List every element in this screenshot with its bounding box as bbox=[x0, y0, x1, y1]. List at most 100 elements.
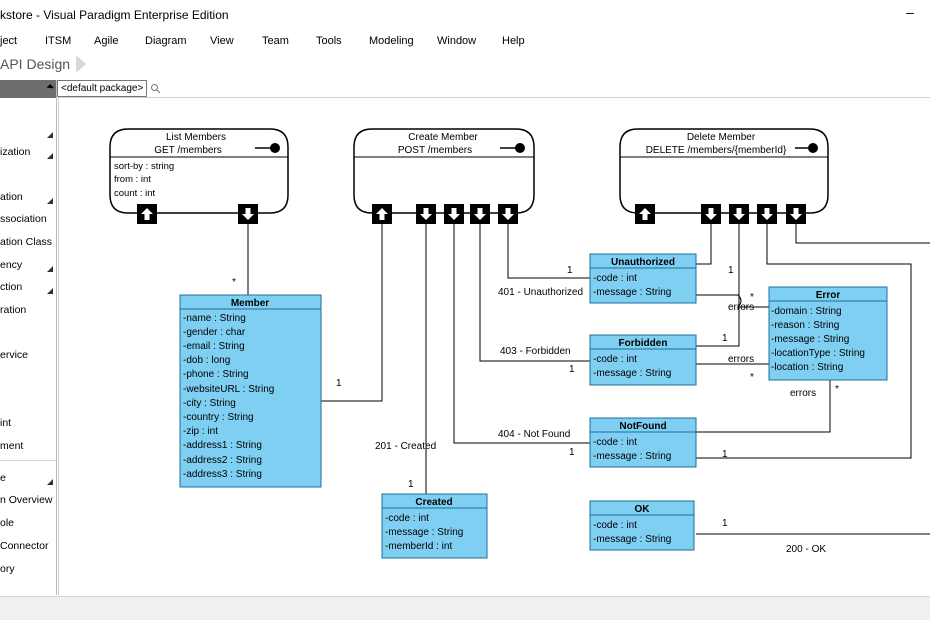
menu-window[interactable]: Window bbox=[437, 35, 477, 47]
class-attribute: -zip : int bbox=[183, 426, 218, 437]
connector-delete-forbidden[interactable] bbox=[696, 224, 740, 347]
response-port-icon[interactable] bbox=[498, 204, 518, 224]
class-attribute: -code : int bbox=[593, 437, 637, 448]
toolbar-item-comment[interactable]: ment bbox=[0, 440, 24, 452]
endpoint-param: count : int bbox=[114, 188, 156, 199]
class-attribute: -location : String bbox=[771, 362, 843, 373]
menu-project[interactable]: ject bbox=[0, 35, 18, 47]
endpoint-name: List Members bbox=[166, 132, 226, 143]
class-name: OK bbox=[635, 504, 651, 515]
toolbar-divider bbox=[0, 460, 56, 461]
class-unauthorized[interactable]: Unauthorized -code : int -message : Stri… bbox=[589, 253, 697, 304]
endpoint-list-members[interactable]: List Members GET /members sort-by : stri… bbox=[109, 128, 289, 224]
class-member[interactable]: Member -name : String -gender : char -em… bbox=[179, 294, 322, 488]
connector-delete-notfound[interactable] bbox=[696, 224, 912, 459]
menu-help[interactable]: Help bbox=[502, 35, 525, 47]
class-attribute: -city : String bbox=[183, 398, 236, 409]
window-title: kstore - Visual Paradigm Enterprise Edit… bbox=[0, 8, 229, 22]
multiplicity-label: * bbox=[750, 372, 754, 383]
minimize-button[interactable]: – bbox=[906, 4, 914, 20]
endpoint-name: Delete Member bbox=[687, 132, 756, 143]
connector-notfound[interactable] bbox=[453, 224, 590, 444]
toolbar-item-table[interactable]: ole bbox=[0, 517, 15, 529]
status-bar bbox=[0, 596, 930, 620]
menu-itsm[interactable]: ITSM bbox=[45, 35, 72, 47]
request-port-icon[interactable] bbox=[137, 204, 157, 224]
class-ok[interactable]: OK -code : int -message : String bbox=[589, 500, 695, 551]
connector-create-member[interactable] bbox=[321, 224, 383, 402]
response-port-icon[interactable] bbox=[757, 204, 777, 224]
toolbar-item-directed-association[interactable]: ssociation bbox=[0, 213, 47, 225]
package-tab[interactable]: <default package> bbox=[57, 80, 148, 97]
response-port-icon[interactable] bbox=[786, 204, 806, 224]
menu-view[interactable]: View bbox=[210, 35, 234, 47]
breadcrumb-arrow-icon bbox=[76, 55, 86, 73]
class-attribute: -address2 : String bbox=[183, 455, 262, 466]
search-icon[interactable] bbox=[150, 83, 161, 94]
endpoint-delete-member[interactable]: Delete Member DELETE /members/{memberId} bbox=[619, 128, 829, 224]
role-label: errors bbox=[790, 388, 816, 399]
connector-notfound-error[interactable] bbox=[696, 380, 831, 433]
class-attribute: -name : String bbox=[183, 313, 246, 324]
menu-diagram[interactable]: Diagram bbox=[145, 35, 187, 47]
toolbar-item-note[interactable]: e bbox=[0, 472, 6, 484]
class-attribute: -code : int bbox=[593, 354, 637, 365]
response-label: 200 - OK bbox=[786, 544, 826, 555]
class-attribute: -code : int bbox=[593, 273, 637, 284]
response-port-icon[interactable] bbox=[701, 204, 721, 224]
class-attribute: -address3 : String bbox=[183, 469, 262, 480]
response-port-icon[interactable] bbox=[416, 204, 436, 224]
class-forbidden[interactable]: Forbidden -code : int -message : String bbox=[589, 334, 697, 386]
response-port-icon[interactable] bbox=[238, 204, 258, 224]
class-attribute: -message : String bbox=[593, 368, 671, 379]
menu-tools[interactable]: Tools bbox=[316, 35, 342, 47]
response-port-icon[interactable] bbox=[729, 204, 749, 224]
toolbar-item-category[interactable]: ory bbox=[0, 563, 15, 575]
expand-triangle-icon[interactable] bbox=[47, 132, 53, 138]
breadcrumb-item-api-design[interactable]: API Design bbox=[0, 56, 71, 72]
expand-triangle-icon[interactable] bbox=[47, 266, 53, 272]
class-attribute: -phone : String bbox=[183, 369, 249, 380]
request-port-icon[interactable] bbox=[635, 204, 655, 224]
toolbar-item-enumeration[interactable]: ration bbox=[0, 304, 27, 316]
toolbar-item-association-class[interactable]: ation Class bbox=[0, 236, 52, 248]
toolbar-item-dependency[interactable]: ency bbox=[0, 259, 23, 271]
connector-forbidden[interactable] bbox=[479, 224, 590, 362]
toolbar-item-connector[interactable]: Connector bbox=[0, 540, 49, 552]
response-port-icon[interactable] bbox=[444, 204, 464, 224]
connector-unauthorized-error[interactable] bbox=[696, 294, 769, 308]
toolbar-item-rest-service[interactable]: ervice bbox=[0, 349, 29, 361]
class-name: NotFound bbox=[619, 421, 666, 432]
menu-agile[interactable]: Agile bbox=[94, 35, 119, 47]
response-port-icon[interactable] bbox=[470, 204, 490, 224]
toolbar-item-diagram-overview[interactable]: n Overview bbox=[0, 494, 53, 506]
toolbar-item-generalization[interactable]: ization bbox=[0, 146, 31, 158]
connector-delete-ok[interactable] bbox=[795, 224, 930, 244]
class-attribute: -message : String bbox=[593, 451, 671, 462]
connector-unauthorized[interactable] bbox=[507, 224, 590, 279]
class-attribute: -websiteURL : String bbox=[183, 384, 274, 395]
expand-triangle-icon[interactable] bbox=[47, 288, 53, 294]
title-bar: kstore - Visual Paradigm Enterprise Edit… bbox=[0, 0, 930, 30]
breadcrumb: API Design bbox=[0, 52, 930, 76]
toolbar-item-realization[interactable]: ction bbox=[0, 281, 23, 293]
class-attribute: -locationType : String bbox=[771, 348, 865, 359]
class-created[interactable]: Created -code : int -message : String -m… bbox=[381, 493, 488, 559]
endpoint-create-member[interactable]: Create Member POST /members bbox=[353, 128, 535, 224]
class-error[interactable]: Error -domain : String -reason : String … bbox=[768, 286, 888, 381]
toolbar-item-association[interactable]: ation bbox=[0, 191, 23, 203]
connector-delete-unauthorized[interactable] bbox=[696, 224, 712, 265]
expand-triangle-icon[interactable] bbox=[47, 198, 53, 204]
request-port-icon[interactable] bbox=[372, 204, 392, 224]
toolbar-item-constraint[interactable]: int bbox=[0, 417, 12, 429]
toolbar-selected-item[interactable] bbox=[0, 80, 56, 98]
endpoint-path: DELETE /members/{memberId} bbox=[646, 145, 787, 156]
menu-modeling[interactable]: Modeling bbox=[369, 35, 414, 47]
menu-team[interactable]: Team bbox=[262, 35, 289, 47]
interface-lollipop-icon bbox=[515, 143, 525, 153]
class-attribute: -code : int bbox=[385, 513, 429, 524]
expand-triangle-icon[interactable] bbox=[47, 479, 53, 485]
connectors bbox=[247, 224, 930, 535]
expand-triangle-icon[interactable] bbox=[47, 153, 53, 159]
class-notfound[interactable]: NotFound -code : int -message : String bbox=[589, 417, 697, 468]
